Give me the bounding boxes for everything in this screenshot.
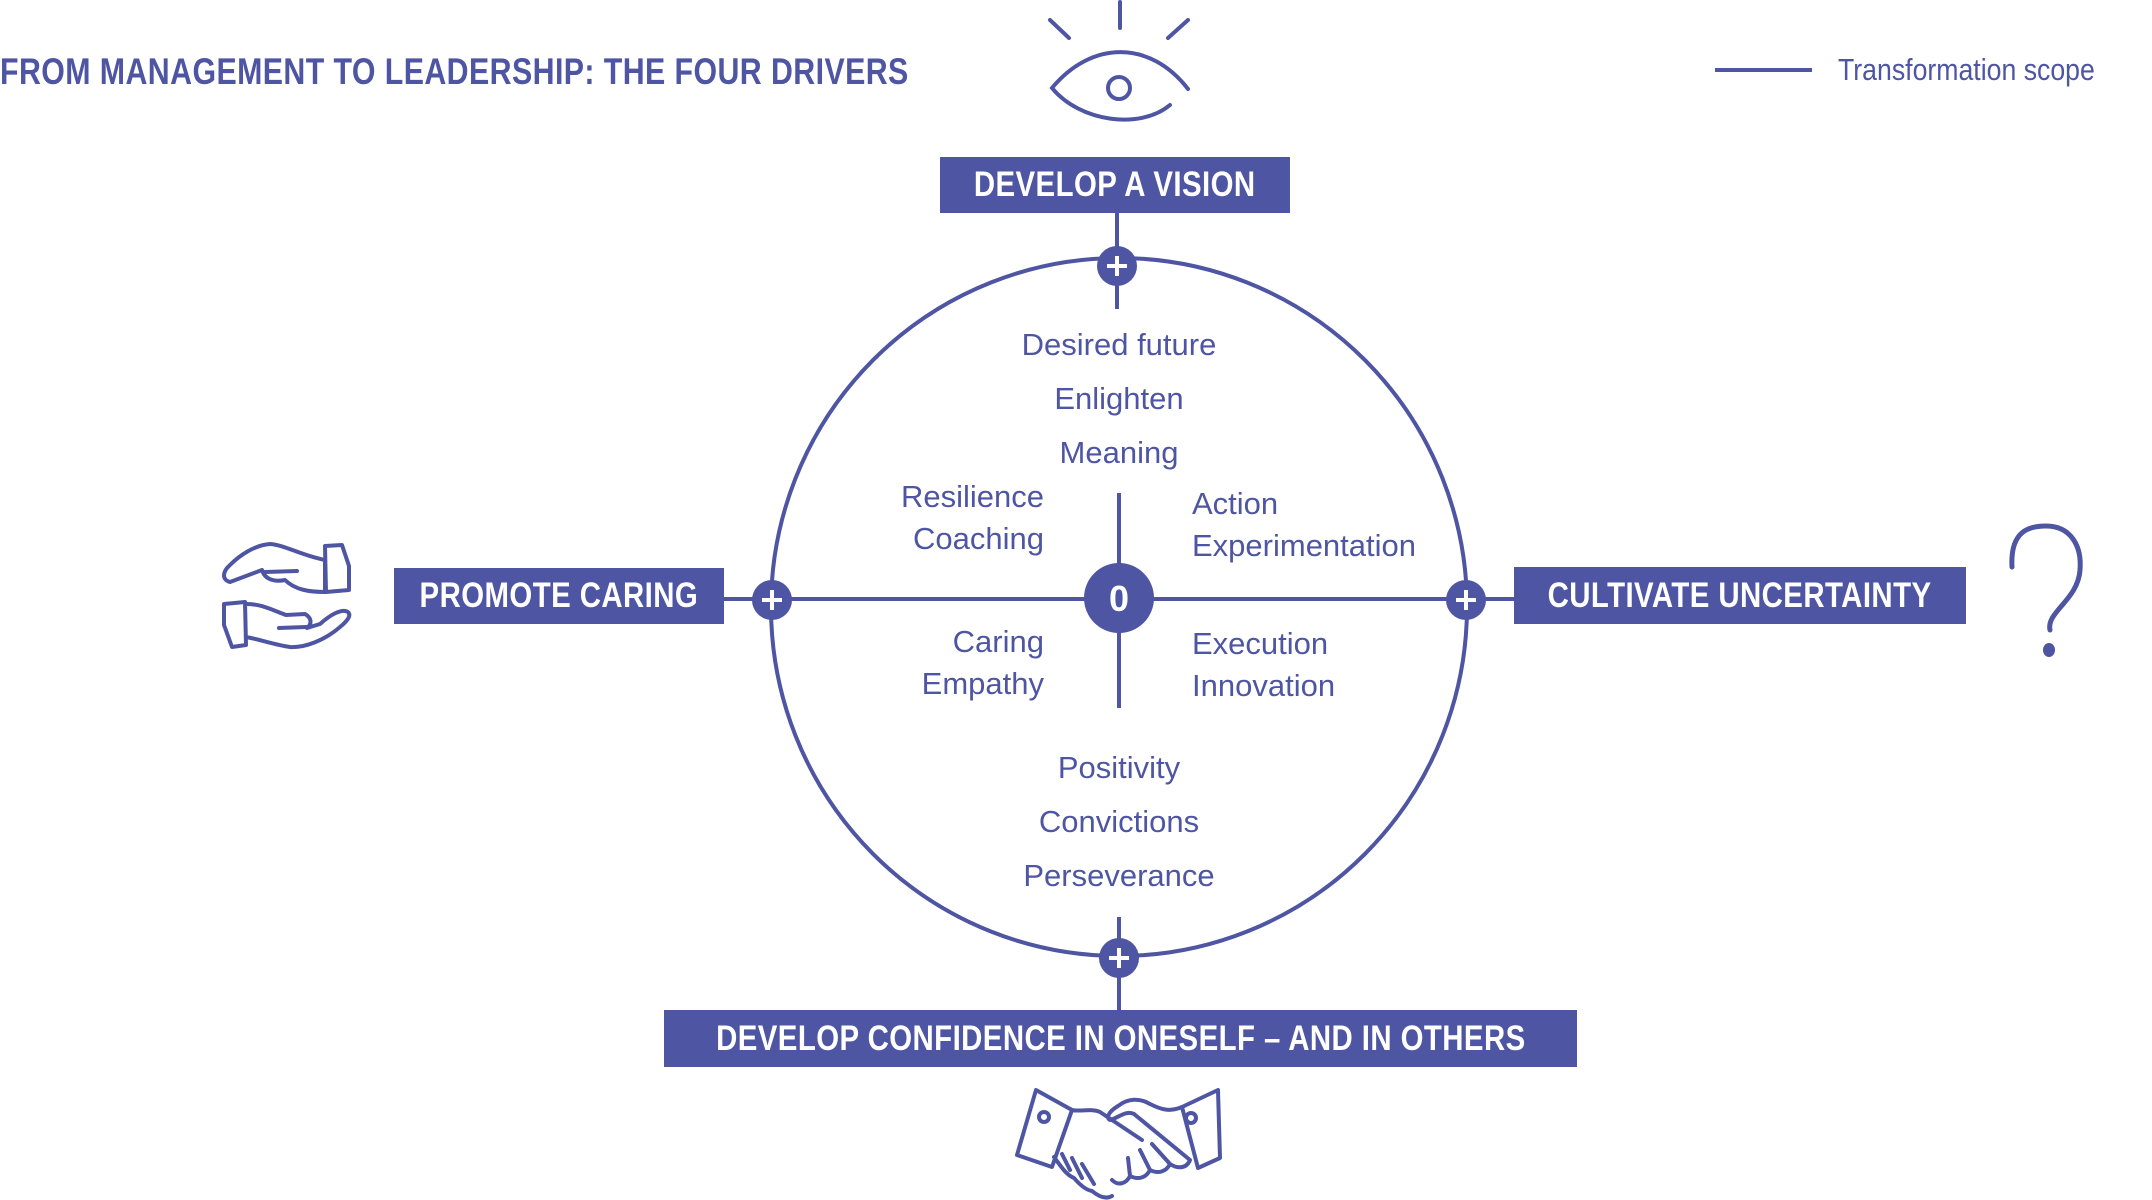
- keyword: Enlighten: [1054, 381, 1184, 416]
- plus-icon: [1456, 590, 1476, 610]
- keyword: Coaching: [913, 521, 1044, 556]
- driver-label-right: CULTIVATE UNCERTAINTY: [1548, 575, 1932, 615]
- question-mark-icon: [2009, 523, 2083, 657]
- left-plus-node[interactable]: [752, 580, 792, 620]
- driver-box-develop-a-vision[interactable]: DEVELOP A VISION: [940, 157, 1290, 213]
- driver-label-left: PROMOTE CARING: [419, 576, 699, 615]
- diagram-title: FROM MANAGEMENT TO LEADERSHIP: THE FOUR …: [0, 51, 909, 92]
- top-plus-node[interactable]: [1097, 246, 1137, 286]
- keyword: Experimentation: [1192, 528, 1417, 563]
- caring-hands-icon: [222, 542, 352, 650]
- keyword: Resilience: [900, 479, 1044, 514]
- keyword: Innovation: [1192, 668, 1336, 703]
- keyword: Positivity: [1057, 750, 1181, 785]
- right-plus-node[interactable]: [1446, 580, 1486, 620]
- plus-icon: [762, 590, 782, 610]
- keywords-bottom: Positivity Convictions Perseverance: [919, 741, 1319, 903]
- handshake-icon: [1015, 1088, 1222, 1200]
- keyword: Convictions: [1038, 804, 1200, 839]
- eye-icon: [1048, 0, 1190, 122]
- keyword: Empathy: [921, 666, 1044, 701]
- legend-line-symbol: [1715, 68, 1812, 72]
- keyword: Desired future: [1021, 327, 1217, 362]
- plus-icon: [1107, 256, 1127, 276]
- keywords-upper-right: Action Experimentation: [1192, 483, 1416, 567]
- keyword: Action: [1192, 486, 1279, 521]
- plus-icon: [1109, 948, 1129, 968]
- driver-label-bottom: DEVELOP CONFIDENCE IN ONESELF – AND IN O…: [715, 1018, 1526, 1058]
- driver-box-cultivate-uncertainty[interactable]: CULTIVATE UNCERTAINTY: [1514, 567, 1966, 624]
- keywords-lower-left: Caring Empathy: [922, 621, 1044, 705]
- keywords-lower-right: Execution Innovation: [1192, 623, 1335, 707]
- keywords-upper-left: Resilience Coaching: [901, 476, 1044, 560]
- legend-label: Transformation scope: [1838, 52, 2095, 87]
- driver-box-promote-caring[interactable]: PROMOTE CARING: [394, 568, 724, 624]
- center-node: 0: [1084, 563, 1154, 633]
- keyword: Perseverance: [1023, 858, 1215, 893]
- keywords-top: Desired future Enlighten Meaning: [919, 318, 1319, 480]
- keyword: Meaning: [1059, 435, 1179, 470]
- center-node-label: 0: [1109, 578, 1129, 619]
- bottom-plus-node[interactable]: [1099, 938, 1139, 978]
- keyword: Execution: [1192, 626, 1329, 661]
- driver-box-develop-confidence[interactable]: DEVELOP CONFIDENCE IN ONESELF – AND IN O…: [664, 1010, 1577, 1067]
- driver-label-top: DEVELOP A VISION: [974, 165, 1256, 204]
- keyword: Caring: [952, 624, 1044, 659]
